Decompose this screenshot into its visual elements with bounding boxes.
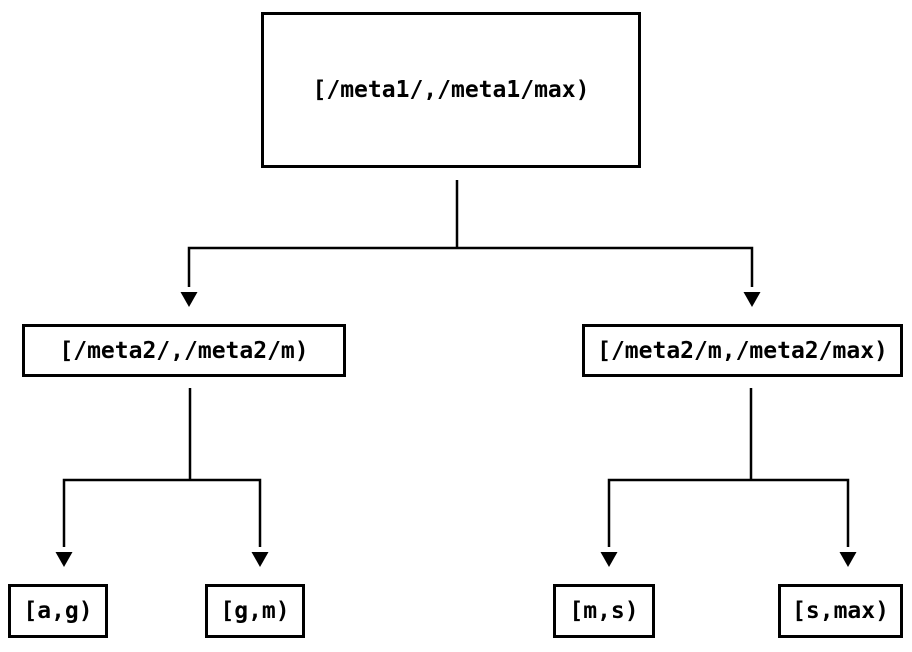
node-leaf-ms: [m,s) (553, 584, 655, 638)
arrowhead-to-leaf-smax (839, 552, 857, 567)
node-meta2-high-label: [/meta2/m,/meta2/max) (597, 337, 888, 364)
arrowhead-to-leaf-ag (55, 552, 73, 567)
node-meta2-high-interval: [/meta2/m,/meta2/max) (582, 324, 903, 377)
node-leaf-ag: [a,g) (8, 584, 108, 638)
node-meta2-low-interval: [/meta2/,/meta2/m) (22, 324, 346, 377)
arrowhead-to-leaf-gm (251, 552, 269, 567)
node-leaf-smax-label: [s,max) (792, 598, 889, 624)
edge-root-rail (187, 246, 754, 287)
edge-meta2-high-rail (607, 478, 850, 547)
node-root-interval: [/meta1/,/meta1/max) (261, 12, 641, 168)
node-meta2-low-label: [/meta2/,/meta2/m) (59, 337, 309, 364)
arrowhead-to-meta2-low (180, 292, 198, 307)
node-leaf-ms-label: [m,s) (569, 598, 639, 624)
edge-meta2-low-rail (62, 478, 262, 547)
arrowhead-to-leaf-ms (600, 552, 618, 567)
node-leaf-gm-label: [g,m) (220, 598, 290, 624)
node-leaf-smax: [s,max) (778, 584, 903, 638)
node-leaf-ag-label: [a,g) (23, 598, 93, 624)
node-root-label: [/meta1/,/meta1/max) (312, 77, 590, 103)
arrowhead-to-meta2-high (743, 292, 761, 307)
node-leaf-gm: [g,m) (205, 584, 305, 638)
